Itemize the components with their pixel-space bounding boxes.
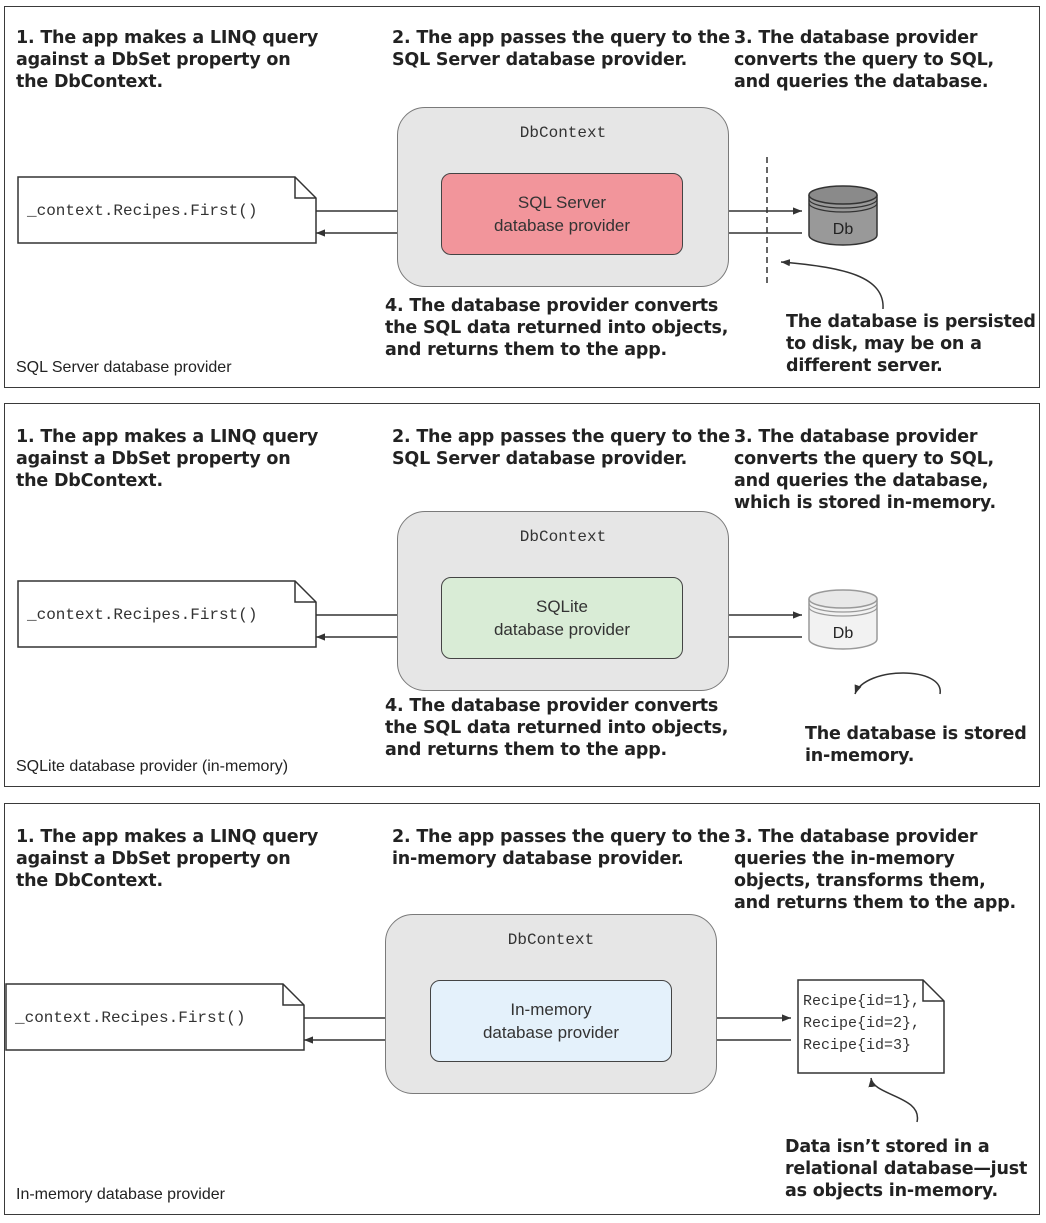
provider-label: SQLite database provider xyxy=(493,597,631,639)
sqlite-provider-box: SQLite database provider xyxy=(441,577,683,659)
step-2-text: 2. The app passes the query to the in-me… xyxy=(392,827,730,869)
in-memory-note: The database is stored in-memory. xyxy=(805,724,1027,766)
database-cylinder-dark-icon xyxy=(808,185,878,246)
panel-caption: SQLite database provider (in-memory) xyxy=(16,758,289,775)
step-4-text: 4. The database provider converts the SQ… xyxy=(385,296,729,360)
code-document: _context.Recipes.First() xyxy=(17,176,317,244)
code-text: _context.Recipes.First() xyxy=(27,606,258,624)
step-1-text: 1. The app makes a LINQ query against a … xyxy=(16,827,319,891)
in-memory-provider-box: In-memory database provider xyxy=(430,980,672,1062)
step-1-text: 1. The app makes a LINQ query against a … xyxy=(16,427,319,491)
document-icon xyxy=(17,580,317,648)
recipe-objects-text: Recipe{id=1}, Recipe{id=2}, Recipe{id=3} xyxy=(803,993,921,1054)
dbcontext-label: DbContext xyxy=(519,528,607,546)
db-label: Db xyxy=(832,625,854,642)
step-3-text: 3. The database provider converts the qu… xyxy=(734,427,996,513)
step-2-text: 2. The app passes the query to the SQL S… xyxy=(392,28,730,70)
code-text: _context.Recipes.First() xyxy=(27,202,258,220)
step-2-text: 2. The app passes the query to the SQL S… xyxy=(392,427,730,469)
step-3-text: 3. The database provider queries the in-… xyxy=(734,827,1017,913)
persisted-note: The database is persisted to disk, may b… xyxy=(786,312,1036,376)
panel-caption: SQL Server database provider xyxy=(16,359,232,376)
document-icon xyxy=(17,176,317,244)
panel-in-memory: 1. The app makes a LINQ query against a … xyxy=(4,803,1040,1215)
step-1-text: 1. The app makes a LINQ query against a … xyxy=(16,28,319,92)
db-label: Db xyxy=(832,221,854,238)
provider-label: In-memory database provider xyxy=(482,1000,620,1042)
code-document: _context.Recipes.First() xyxy=(5,983,305,1051)
objects-document: Recipe{id=1}, Recipe{id=2}, Recipe{id=3} xyxy=(797,979,945,1074)
panel-caption: In-memory database provider xyxy=(16,1186,225,1203)
database-cylinder-light-icon xyxy=(808,589,878,650)
panel-sql-server: 1. The app makes a LINQ query against a … xyxy=(4,6,1040,388)
objects-note: Data isn’t stored in a relational databa… xyxy=(785,1137,1028,1201)
sql-server-provider-box: SQL Server database provider xyxy=(441,173,683,255)
document-icon xyxy=(797,979,945,1074)
database-cylinder: Db xyxy=(808,589,878,651)
provider-label: SQL Server database provider xyxy=(493,193,631,235)
document-icon xyxy=(5,983,305,1051)
step-4-text: 4. The database provider converts the SQ… xyxy=(385,696,729,760)
step-3-text: 3. The database provider converts the qu… xyxy=(734,28,994,92)
database-cylinder: Db xyxy=(808,185,878,247)
dbcontext-label: DbContext xyxy=(507,931,595,949)
code-document: _context.Recipes.First() xyxy=(17,580,317,648)
panel-sqlite: 1. The app makes a LINQ query against a … xyxy=(4,403,1040,787)
code-text: _context.Recipes.First() xyxy=(15,1009,246,1027)
dbcontext-label: DbContext xyxy=(519,124,607,142)
